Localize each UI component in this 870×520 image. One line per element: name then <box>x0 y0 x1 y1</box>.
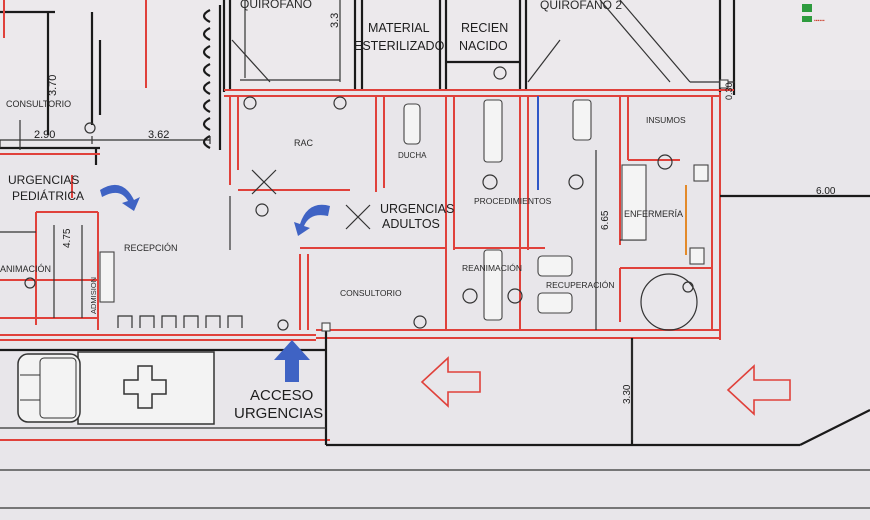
shower-icon <box>403 103 421 145</box>
dimension-ticks <box>0 136 633 440</box>
label-urgencias-adultos-1: URGENCIAS <box>380 202 454 216</box>
dim-6-00: 6.00 <box>816 186 836 197</box>
chair-icon <box>537 292 573 314</box>
label-urgencias-adultos-2: ADULTOS <box>382 217 440 231</box>
arc-column <box>202 5 222 150</box>
label-ducha: DUCHA <box>398 151 427 160</box>
label-reanimacion: REANIMACIÓN <box>462 263 522 273</box>
small-box <box>321 322 331 332</box>
hospital-bed-icon <box>483 99 503 163</box>
label-recepcion: RECEPCIÓN <box>124 243 178 253</box>
hospital-bed-icon <box>572 99 592 141</box>
label-urgencias-ped-2: PEDIÁTRICA <box>12 188 84 203</box>
label-recuperacion: RECUPERACIÓN <box>546 280 614 290</box>
label-urgencias-ped-1: URGENCIAS <box>8 173 79 187</box>
small-box <box>693 164 709 182</box>
small-box <box>689 247 705 265</box>
label-recien: RECIEN <box>461 21 508 35</box>
label-consultorio-bottom: CONSULTORIO <box>340 288 402 298</box>
label-quirofano: QUIROFANO <box>240 0 312 11</box>
label-urgencias-acceso: URGENCIAS <box>234 405 323 422</box>
admission-counter <box>99 251 115 303</box>
label-reanimacion-left: ANIMACIÓN <box>0 264 51 274</box>
dim-2-90: 2.90 <box>34 129 55 141</box>
consultorio-top-walls <box>0 0 210 165</box>
dim-0-30: 0.30 <box>724 82 734 100</box>
ambulance-icon <box>17 351 215 425</box>
dim-6-65: 6.65 <box>600 210 611 230</box>
small-box <box>719 79 729 89</box>
label-nacido: NACIDO <box>459 39 508 53</box>
label-material: MATERIAL <box>368 21 430 35</box>
dim-3-62: 3.62 <box>148 129 169 141</box>
dim-3-3: 3.3 <box>329 13 341 28</box>
cross-icon <box>123 365 167 409</box>
label-insumos: INSUMOS <box>646 115 686 125</box>
chair-icon <box>537 255 573 277</box>
dim-3-70: 3.70 <box>47 75 59 96</box>
hospital-bed-icon <box>483 249 503 321</box>
label-enfermeria: ENFERMERÍA <box>624 209 683 219</box>
legend-stamp: ▪▪▪▪▪▪ <box>802 4 825 24</box>
blue-arrow-icon <box>274 340 310 382</box>
interior-lines <box>0 164 647 318</box>
label-admision: ADMISION <box>89 277 98 314</box>
label-esterilizado: ESTERILIZADO <box>354 39 445 53</box>
label-consultorio-top: CONSULTORIO <box>6 99 71 109</box>
dim-4-75: 4.75 <box>62 228 73 248</box>
blue-arrow-icon <box>294 204 330 236</box>
outline-arrow-icon <box>420 356 481 408</box>
procedure-tables <box>251 169 371 230</box>
outline-arrow-icon <box>726 364 791 416</box>
label-acceso: ACCESO <box>250 387 313 404</box>
label-quirofano-2: QUIROFANO 2 <box>540 0 622 12</box>
red-partitions <box>0 89 734 441</box>
waiting-chairs <box>117 315 243 328</box>
top-walls <box>222 0 736 95</box>
label-procedimientos: PROCEDIMIENTOS <box>474 196 552 206</box>
svg-text:▪▪▪▪▪▪: ▪▪▪▪▪▪ <box>814 18 825 24</box>
dim-3-30: 3.30 <box>622 384 633 404</box>
label-rac: RAC <box>294 138 314 148</box>
sink-icons <box>24 66 698 331</box>
blue-arrow-icon <box>100 184 140 211</box>
